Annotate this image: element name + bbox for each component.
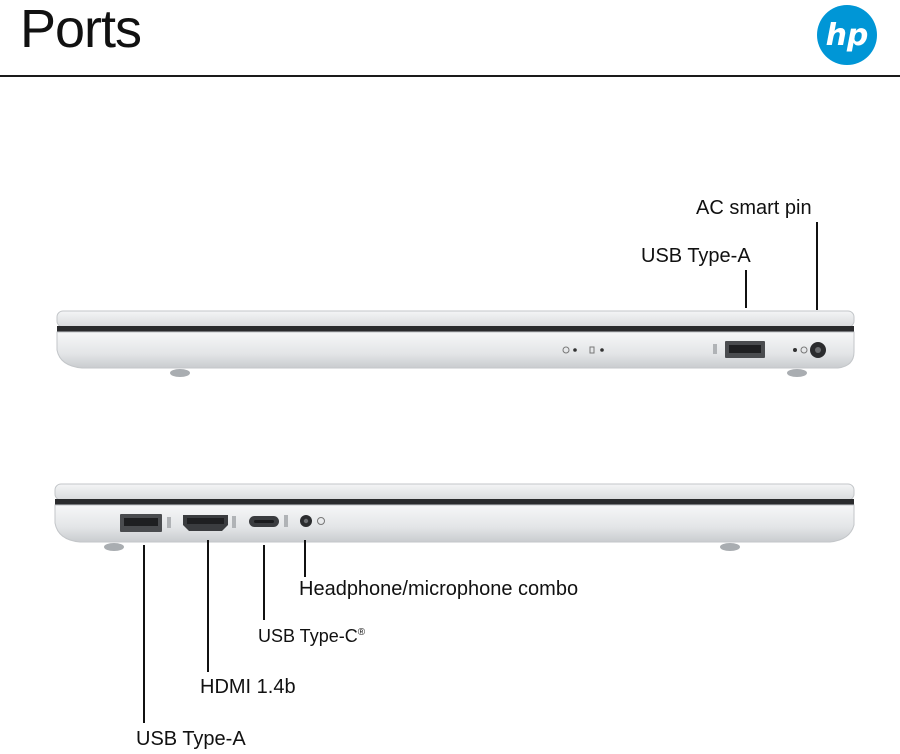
label-headphone-mic: Headphone/microphone combo [299, 578, 579, 600]
label-usb-type-a-left: USB Type-A [136, 728, 246, 750]
hp-logo: hp [817, 5, 877, 65]
hp-logo-text: hp [826, 18, 869, 53]
label-usb-type-c-text: USB Type-C [258, 626, 358, 646]
page-title: Ports [20, 0, 142, 59]
leader-hdmi [207, 540, 209, 672]
laptop-left-side [54, 483, 855, 551]
power-jack-port [793, 342, 826, 358]
hdmi-port [183, 515, 236, 531]
usb-c-port [249, 515, 288, 527]
power-led-icon [562, 346, 577, 354]
drive-led-icon [589, 346, 604, 354]
label-hdmi: HDMI 1.4b [200, 676, 296, 698]
leader-ac-pin [816, 222, 818, 310]
label-ac-smart-pin: AC smart pin [696, 197, 812, 219]
leader-audio [304, 540, 306, 577]
label-usb-type-a-right: USB Type-A [641, 245, 751, 267]
audio-jack-port [300, 515, 325, 527]
usb-a-port-right [713, 341, 765, 358]
leader-usb-a-right [745, 270, 747, 308]
leader-usb-c [263, 545, 265, 620]
label-usb-type-c: USB Type-C® [258, 626, 365, 647]
registered-mark: ® [357, 627, 366, 638]
laptop-right-side [56, 310, 855, 377]
leader-usb-a-left [143, 545, 145, 723]
usb-a-port-left [120, 514, 171, 532]
header-divider [0, 75, 900, 77]
